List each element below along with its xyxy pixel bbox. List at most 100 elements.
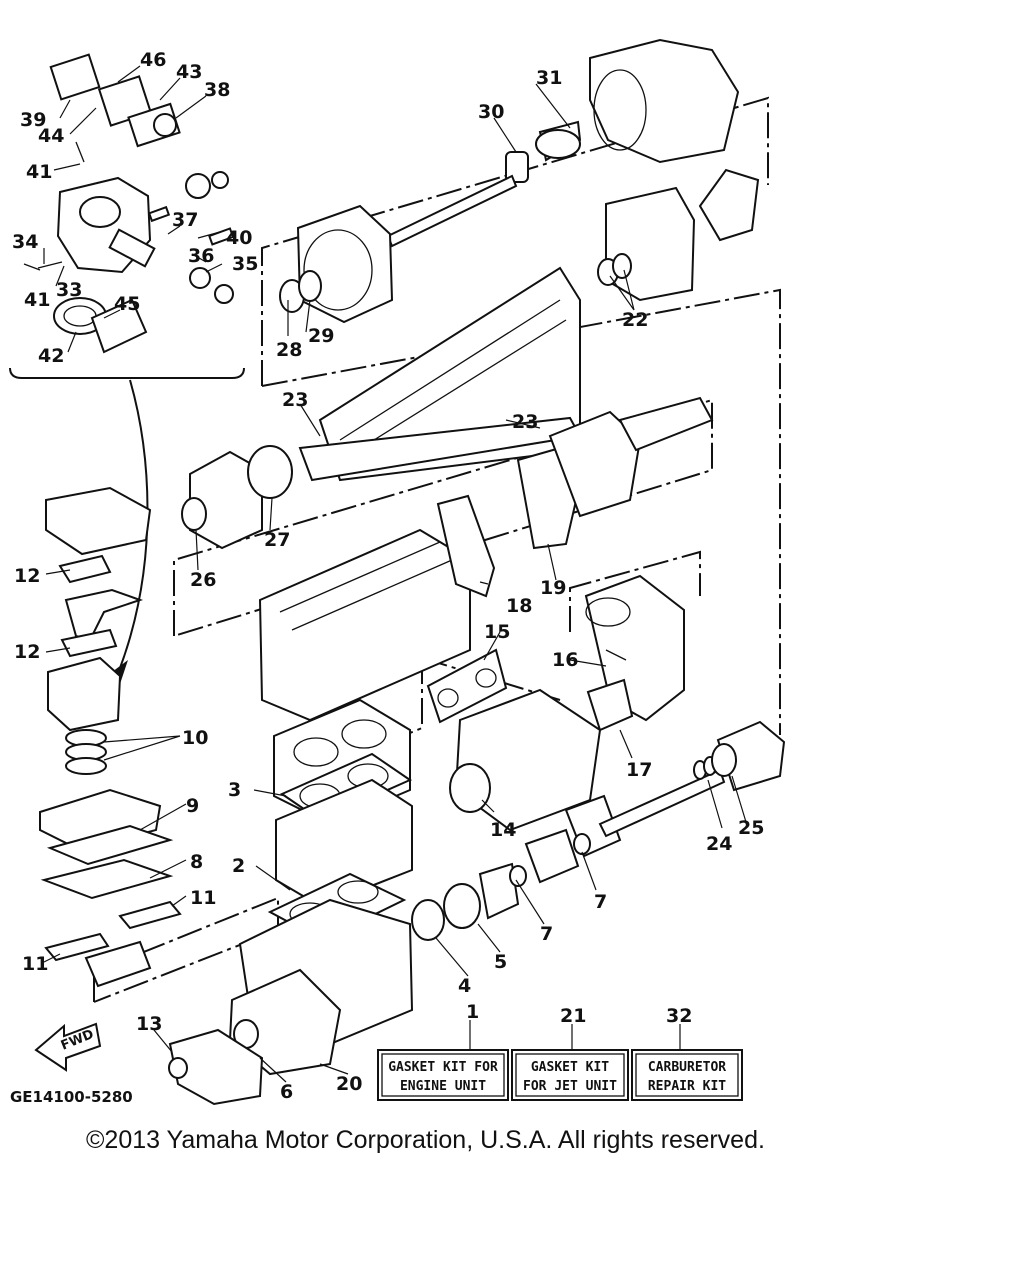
kit-box-carburetor: CARBURETOR REPAIR KIT 32	[631, 1005, 743, 1101]
gasket-17	[586, 678, 634, 732]
callout-32: 32	[666, 1005, 692, 1027]
exhaust-chamber	[258, 528, 471, 722]
callout-2: 2	[232, 855, 245, 877]
callout-34: 34	[12, 231, 38, 253]
callout-8: 8	[190, 851, 203, 873]
kit-jet-line2: FOR JET UNIT	[523, 1079, 617, 1094]
callout-15: 15	[484, 621, 510, 643]
callout-12-upper: 12	[14, 565, 40, 587]
reed-valve-8	[40, 858, 174, 900]
jet-duct-inner	[339, 299, 567, 456]
callout-40: 40	[226, 227, 252, 249]
exploded-parts-diagram: FWD GE14100-5280 GASKET KIT FOR ENGINE U…	[9, 38, 786, 1106]
callout-39: 39	[20, 109, 46, 131]
base-gasket-bore-b	[337, 880, 379, 904]
o-ring-7-a	[509, 865, 527, 887]
gasket-11-left	[44, 932, 110, 962]
callout-5: 5	[494, 951, 507, 973]
coupling-4	[411, 899, 445, 941]
callout-24: 24	[706, 833, 732, 855]
callout-6: 6	[280, 1081, 293, 1103]
callout-41-upper: 41	[26, 161, 52, 183]
reed-valve-frame	[93, 896, 279, 1003]
callout-35: 35	[232, 253, 258, 275]
muffler-inlet	[585, 597, 631, 627]
kit-engine-line1: GASKET KIT FOR	[388, 1060, 498, 1075]
intake-bracket	[64, 588, 144, 642]
callout-26: 26	[190, 569, 216, 591]
jet-pump-housing	[296, 204, 394, 324]
carburetor-body	[47, 656, 122, 732]
exhaust-joint-14	[449, 763, 491, 813]
seal-13	[168, 1057, 188, 1079]
fwd-arrow: FWD	[34, 1022, 102, 1072]
impeller-housing	[605, 186, 696, 302]
callout-numbers: 46 43 38 39 44 41 37 40 34 36 35 41 33 4…	[12, 49, 764, 1103]
flywheel-cover-13	[168, 1028, 264, 1106]
gasket-18	[436, 494, 496, 598]
oil-seal-26	[181, 497, 207, 531]
carb-jet-a	[147, 205, 171, 223]
copyright-notice: ©2013 Yamaha Motor Corporation, U.S.A. A…	[86, 1126, 765, 1154]
head-cover-port-b	[341, 719, 387, 749]
callout-11-left: 11	[22, 953, 48, 975]
coupling-5	[443, 883, 481, 929]
kit-jet-line1: GASKET KIT	[531, 1060, 609, 1075]
callout-21: 21	[560, 1005, 586, 1027]
gasket-15-port-a	[437, 688, 459, 708]
carb-cover-plate	[49, 53, 101, 101]
callout-7-right: 7	[594, 891, 607, 913]
impeller-cone	[535, 129, 581, 159]
oil-seal-25	[711, 743, 737, 777]
engine	[168, 698, 786, 1106]
callout-13: 13	[136, 1013, 162, 1035]
head-cover-port-a	[293, 737, 339, 767]
callout-42: 42	[38, 345, 64, 367]
kit-box-engine: GASKET KIT FOR ENGINE UNIT 1	[377, 1001, 509, 1101]
seal-22-b	[612, 253, 632, 279]
exhaust-pipe	[618, 396, 714, 452]
gasket-11-right	[118, 900, 182, 930]
gasket-9	[46, 824, 174, 866]
drive-shaft	[386, 174, 518, 248]
callout-14: 14	[490, 819, 516, 841]
impeller	[698, 168, 760, 242]
o-ring-27	[247, 445, 293, 499]
kit-carb-line1: CARBURETOR	[648, 1060, 726, 1075]
callout-23-right: 23	[512, 411, 538, 433]
intermediate-shaft	[598, 768, 726, 838]
leader-lines	[43, 65, 747, 1083]
gasket-15-port-b	[475, 668, 497, 688]
callout-23-left: 23	[282, 389, 308, 411]
intermediate-housing	[716, 720, 786, 792]
gasket-15	[426, 648, 508, 724]
gasket-12-upper	[58, 554, 112, 584]
callout-37: 37	[172, 209, 198, 231]
jet-nozzle-opening	[593, 69, 647, 151]
bolt-16	[605, 649, 627, 661]
callout-45: 45	[114, 293, 140, 315]
carb-cap-b	[214, 284, 234, 304]
intake-stack	[39, 486, 182, 988]
callout-43: 43	[176, 61, 202, 83]
callout-4: 4	[458, 975, 471, 997]
callout-19: 19	[540, 577, 566, 599]
callout-30: 30	[478, 101, 504, 123]
callout-9: 9	[186, 795, 199, 817]
callout-17: 17	[626, 759, 652, 781]
o-ring-7-b	[573, 833, 591, 855]
carb-fitting	[211, 171, 229, 189]
kit-carb-line2: REPAIR KIT	[648, 1079, 726, 1094]
callout-3: 3	[228, 779, 241, 801]
callout-31: 31	[536, 67, 562, 89]
callout-41-lower: 41	[24, 289, 50, 311]
callout-7-left: 7	[540, 923, 553, 945]
callout-1: 1	[466, 1001, 479, 1023]
callout-38: 38	[204, 79, 230, 101]
callout-44: 44	[38, 125, 64, 147]
callout-28: 28	[276, 339, 302, 361]
callout-33: 33	[56, 279, 82, 301]
gasket-10-c	[65, 757, 107, 775]
carburetor-inset	[23, 53, 235, 354]
callout-27: 27	[264, 529, 290, 551]
